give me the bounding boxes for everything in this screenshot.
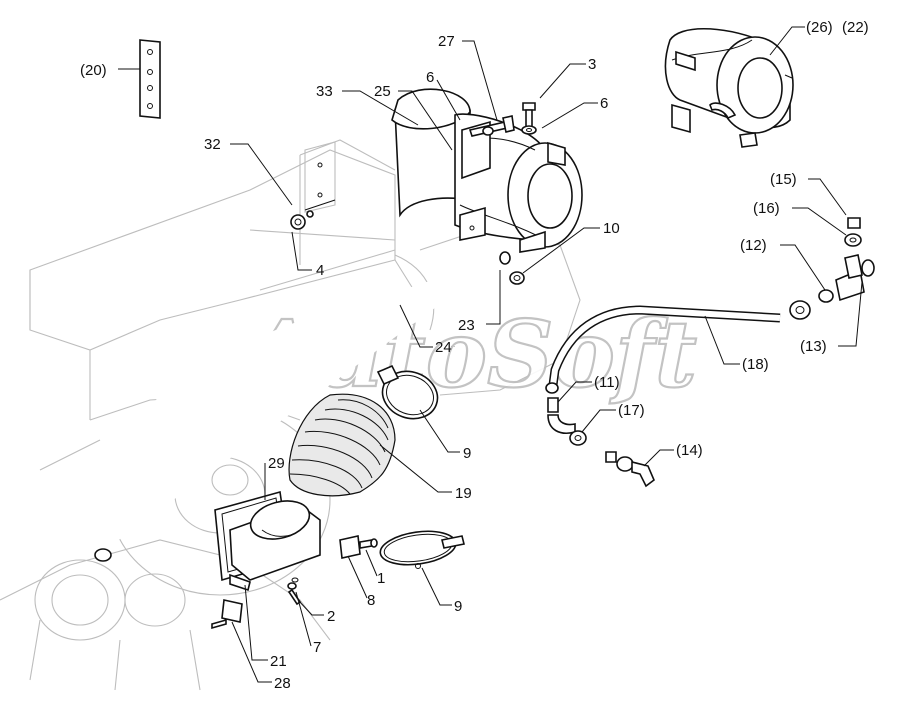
- callout-10: 10: [603, 220, 620, 237]
- part-19-bellows-hose: [288, 393, 396, 497]
- callout-15: (15): [770, 171, 797, 188]
- part-mount-bracket: [304, 141, 336, 213]
- callout-23: 23: [458, 317, 475, 334]
- part-1-bolt: [359, 538, 378, 549]
- callout-16: (16): [753, 200, 780, 217]
- part-7-washer: [291, 577, 299, 583]
- callout-27: 27: [438, 33, 455, 50]
- callout-26: (26): [806, 19, 833, 36]
- callout-33: 33: [316, 83, 333, 100]
- callout-4: 4: [316, 262, 324, 279]
- part-33-air-cleaner: [391, 88, 583, 253]
- part-13-tee-fitting: [835, 254, 875, 302]
- part-16-nut: [844, 233, 862, 247]
- part-28-plate: [211, 599, 243, 630]
- callout-3: 3: [588, 56, 596, 73]
- part-20-bracket-plate: [139, 39, 161, 119]
- part-26-22-air-cleaner: [664, 28, 794, 148]
- callout-18: (18): [742, 356, 769, 373]
- callout-25: 25: [374, 83, 391, 100]
- callout-28: 28: [274, 675, 291, 692]
- callout-21: 21: [270, 653, 287, 670]
- callout-6-upper: 6: [426, 69, 434, 86]
- part-27-bolt: [468, 115, 515, 137]
- callout-32: 32: [204, 136, 221, 153]
- part-14-elbow: [605, 451, 655, 488]
- part-15-cap: [847, 217, 861, 229]
- part-18-pipe: [548, 305, 781, 386]
- callout-14: (14): [676, 442, 703, 459]
- callout-7: 7: [313, 639, 321, 656]
- callout-13: (13): [800, 338, 827, 355]
- callout-8: 8: [367, 592, 375, 609]
- callout-20: (20): [80, 62, 107, 79]
- part-9-upper-clamp: [376, 364, 439, 420]
- callout-9-upper: 9: [463, 445, 471, 462]
- part-3-bolt: [522, 102, 536, 129]
- callout-22: (22): [842, 19, 869, 36]
- part-6-washer: [521, 125, 537, 135]
- leader-lines: [118, 26, 863, 683]
- callout-6-right: 6: [600, 95, 608, 112]
- part-2-bolt: [287, 582, 302, 606]
- callout-29: 29: [268, 455, 285, 472]
- callout-17: (17): [618, 402, 645, 419]
- callout-24: 24: [435, 339, 452, 356]
- part-12-nut: [789, 289, 834, 320]
- part-8-plate: [339, 535, 361, 559]
- part-10-clamp: [509, 271, 525, 285]
- part-23-hose: [94, 251, 511, 562]
- part-21-adapter: [229, 500, 321, 592]
- callout-19: 19: [455, 485, 472, 502]
- watermark-dots: ...: [448, 339, 456, 349]
- callout-11: (11): [594, 374, 620, 391]
- part-32-nut: [290, 210, 314, 230]
- callout-labels: (20) 32 4 33 25 6 27 3 6 (26) (22) 10 (1…: [80, 19, 869, 692]
- callout-1: 1: [377, 570, 385, 587]
- callout-9-lower: 9: [454, 598, 462, 615]
- part-9-lower-clamp: [379, 530, 465, 569]
- callout-2: 2: [327, 608, 335, 625]
- callout-12: (12): [740, 237, 767, 254]
- part-17-fitting: [569, 430, 587, 446]
- part-11-elbow: [545, 382, 576, 434]
